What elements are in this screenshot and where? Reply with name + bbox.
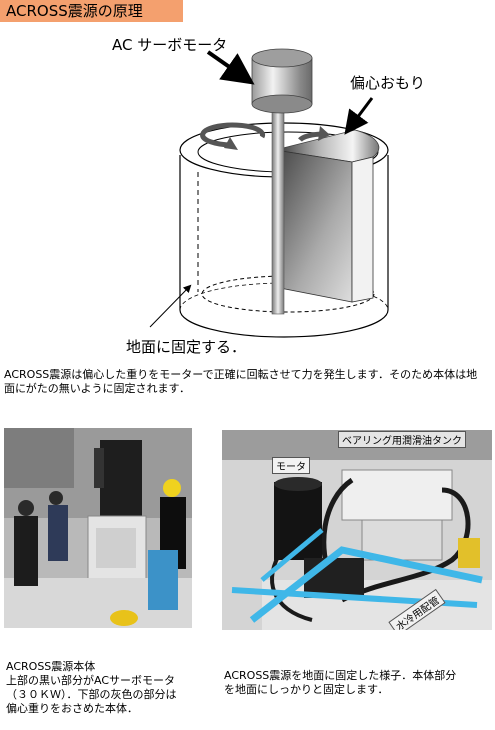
drive-shaft	[271, 101, 285, 315]
motor-photo-label: モータ	[272, 457, 310, 474]
bearing-oil-tank-label: ベアリング用潤滑油タンク	[338, 431, 466, 448]
source-body-photo	[4, 428, 192, 628]
motor-label: AC サーボモータ	[112, 36, 228, 54]
servo-motor-shape	[100, 440, 142, 518]
source-installed-caption: ACROSS震源を地面に固定した様子．本体部分 を地面にしっかりと固定します．	[224, 669, 492, 697]
principle-diagram-graphic	[149, 48, 389, 338]
servo-motor	[251, 48, 313, 114]
caption-line: ACROSS震源本体	[6, 660, 96, 673]
principle-description: ACROSS震源は偏心した重りをモーターで正確に回転させて力を発生します．そのた…	[4, 368, 478, 395]
principle-diagram: AC サーボモータ 偏心おもり 地面に固定する．	[0, 22, 495, 362]
motor-pointer-arrow	[206, 50, 255, 85]
ground-label: 地面に固定する．	[126, 338, 247, 356]
caption-line: （３０ＫＷ）．下部の灰色の部分は	[6, 688, 177, 701]
caption-line: を地面にしっかりと固定します．	[224, 683, 389, 696]
caption-line: ACROSS震源を地面に固定した様子．本体部分	[224, 669, 457, 682]
oil-tank-shape	[341, 469, 453, 521]
caption-line: 偏心重りをおさめた本体．	[6, 702, 138, 715]
ground-pointer-arrow	[149, 284, 192, 328]
weight-label: 偏心おもり	[350, 74, 426, 92]
source-installed-photo: ベアリング用潤滑油タンク モータ 水冷用配管	[222, 430, 492, 630]
weight-pointer-arrow	[344, 97, 374, 135]
source-body-caption: ACROSS震源本体 上部の黒い部分がACサーボモータ （３０ＫＷ）．下部の灰色…	[6, 660, 216, 716]
caption-line: 上部の黒い部分がACサーボモータ	[6, 674, 176, 687]
page-title: ACROSS震源の原理	[0, 0, 183, 22]
water-cooling-pipe-shape	[249, 546, 483, 623]
eccentric-weight	[200, 122, 380, 303]
